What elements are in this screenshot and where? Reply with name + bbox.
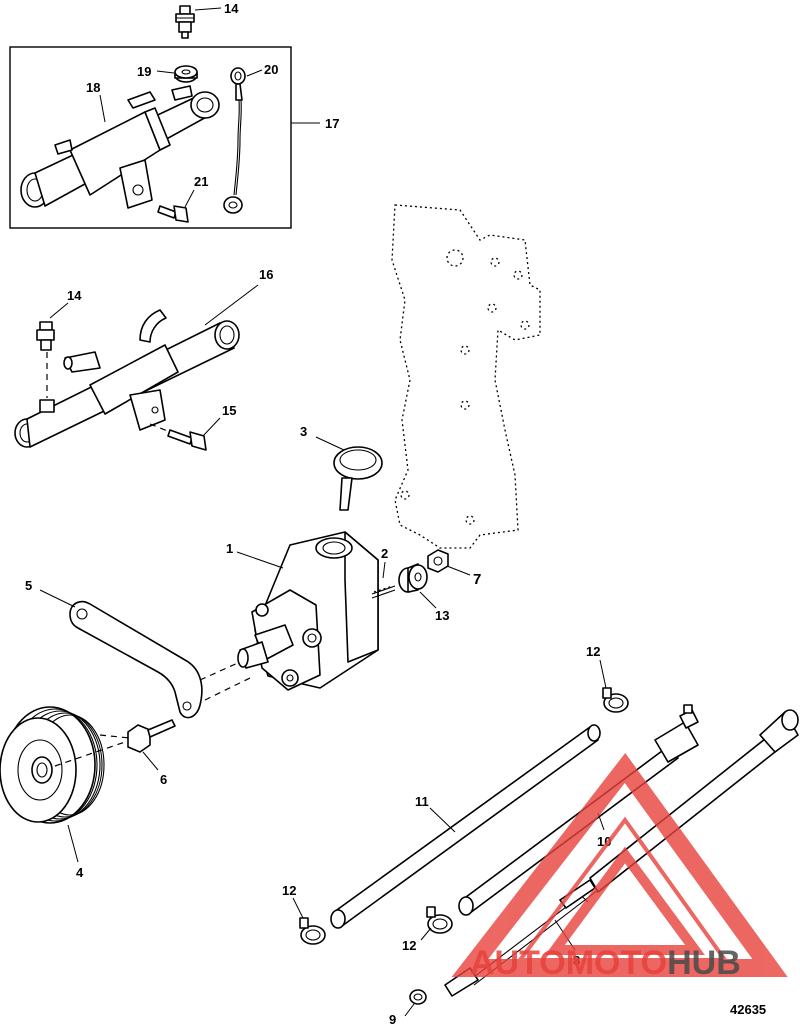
hose-clamp-12-top	[602, 687, 629, 713]
power-steering-pump-1	[237, 531, 379, 691]
pulley-4	[0, 706, 105, 824]
callout-13: 13	[435, 608, 449, 623]
cooler-16	[14, 309, 240, 448]
callout-2: 2	[381, 546, 388, 561]
reservoir-cap-3	[333, 446, 383, 511]
callout-9: 9	[389, 1012, 396, 1027]
callout-19: 19	[137, 64, 151, 79]
spacer-13	[398, 563, 428, 593]
callout-16: 16	[259, 267, 273, 282]
sensor-14-top	[175, 5, 195, 39]
svg-text:AUTOMOTOHUB: AUTOMOTOHUB	[470, 944, 741, 982]
callout-18: 18	[86, 80, 100, 95]
callout-7: 7	[473, 571, 481, 588]
watermark-text: AUTOMOTOHUB	[470, 944, 741, 982]
bolt-21	[157, 205, 189, 223]
watermark-part-hub: HUB	[667, 944, 741, 982]
hose-clamp-12-middle	[426, 906, 453, 934]
o-ring-9	[409, 989, 427, 1005]
callout-11: 11	[415, 794, 429, 809]
callout-20: 20	[264, 62, 278, 77]
callout-14-second: 14	[67, 288, 82, 303]
watermark-part-moto: MOTO	[566, 944, 667, 982]
figure-number: 42635	[730, 1002, 766, 1017]
stud-2	[371, 585, 396, 599]
bolt-6	[127, 719, 176, 753]
callout-5: 5	[25, 578, 32, 593]
watermark-logo	[451, 752, 788, 977]
nut-7	[427, 549, 449, 573]
callout-21: 21	[194, 174, 208, 189]
watermark-part-auto: AUTO	[470, 944, 566, 982]
washer-19	[174, 65, 198, 83]
bolt-15	[167, 429, 207, 451]
callout-1: 1	[226, 541, 233, 556]
cooler-18	[20, 85, 220, 209]
mounting-bracket-outline	[391, 204, 541, 549]
bracket-arm-5	[69, 600, 203, 719]
callout-17: 17	[325, 116, 339, 131]
callout-12-left: 12	[282, 883, 296, 898]
callout-14-top: 14	[224, 1, 239, 16]
callout-15: 15	[222, 403, 236, 418]
callout-12-top: 12	[586, 644, 600, 659]
callout-6: 6	[160, 772, 167, 787]
callout-4: 4	[76, 865, 84, 880]
sensor-14-second	[36, 321, 55, 351]
hose-clamp-12-left	[299, 917, 326, 945]
return-hose-11	[330, 724, 601, 929]
callout-3: 3	[300, 424, 307, 439]
wire-lead-20	[223, 67, 246, 214]
callout-12-middle: 12	[402, 938, 416, 953]
kit-box-17	[9, 46, 320, 229]
